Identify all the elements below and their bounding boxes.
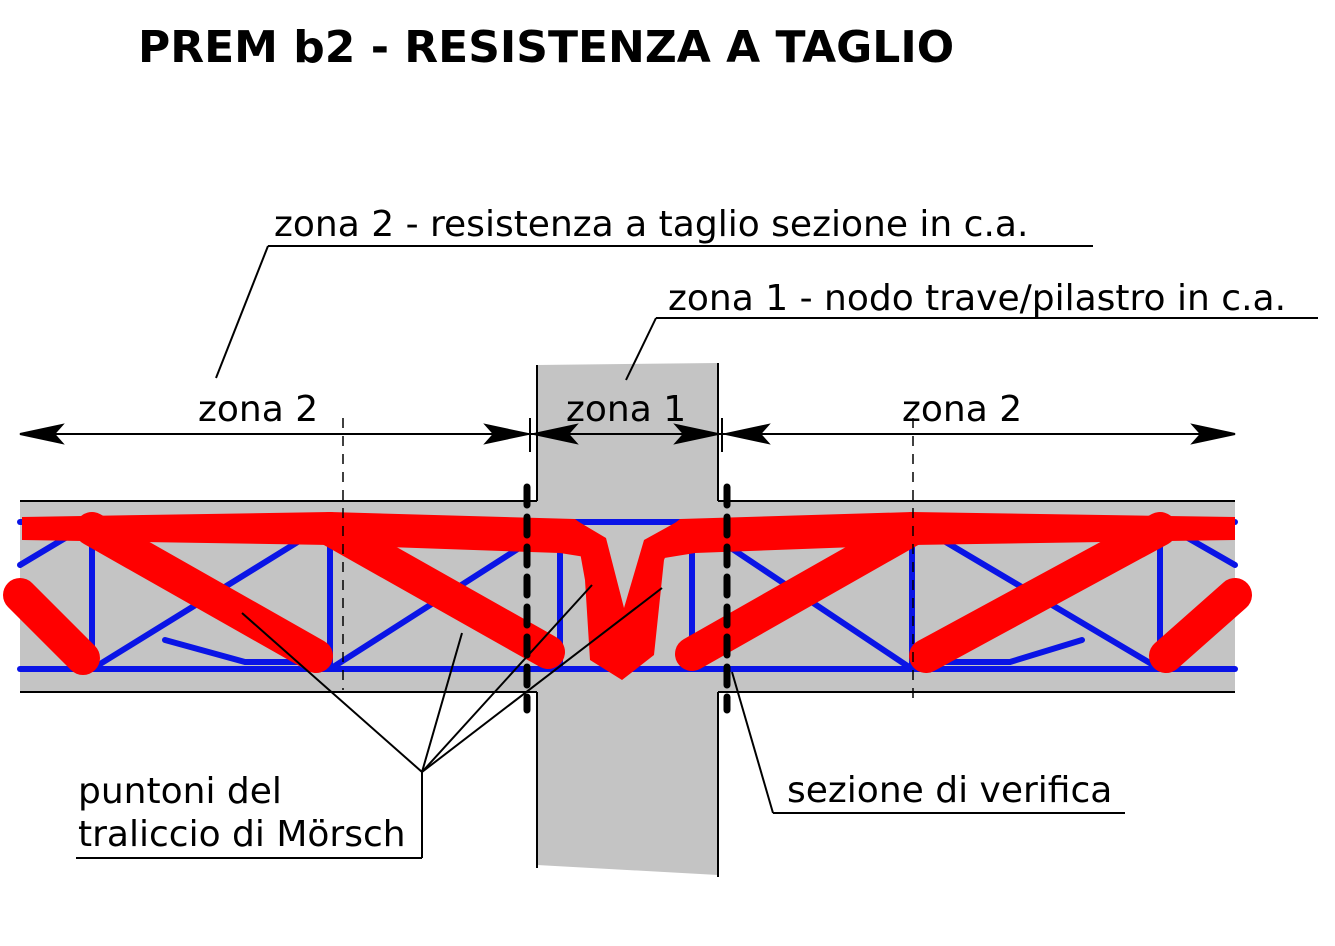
arrow-left-end — [19, 423, 65, 445]
check-section-label: sezione di verifica — [787, 770, 1112, 811]
zone2-left-label: zona 2 — [198, 389, 318, 430]
zone2-description: zona 2 - resistenza a taglio sezione in … — [274, 204, 1028, 245]
arrow-right-end — [1190, 423, 1236, 445]
struts-label-line2: traliccio di Mörsch — [78, 814, 406, 855]
section-lines — [342, 418, 914, 705]
strut-top-chord-right — [652, 512, 1235, 560]
morsch-struts — [3, 512, 1252, 680]
leader-lines — [76, 245, 1318, 859]
check-section-lines — [523, 483, 731, 714]
dimension-lines — [19, 418, 1236, 452]
struts-label-line1: puntoni del — [78, 771, 282, 812]
node-v-strut — [574, 519, 682, 680]
zone1-description: zona 1 - nodo trave/pilastro in c.a. — [668, 278, 1286, 319]
zone1-label: zona 1 — [566, 389, 686, 430]
strut-top-chord-left — [22, 512, 604, 560]
diagram-title: PREM b2 - RESISTENZA A TAGLIO — [138, 22, 954, 73]
zone2-right-label: zona 2 — [902, 389, 1022, 430]
